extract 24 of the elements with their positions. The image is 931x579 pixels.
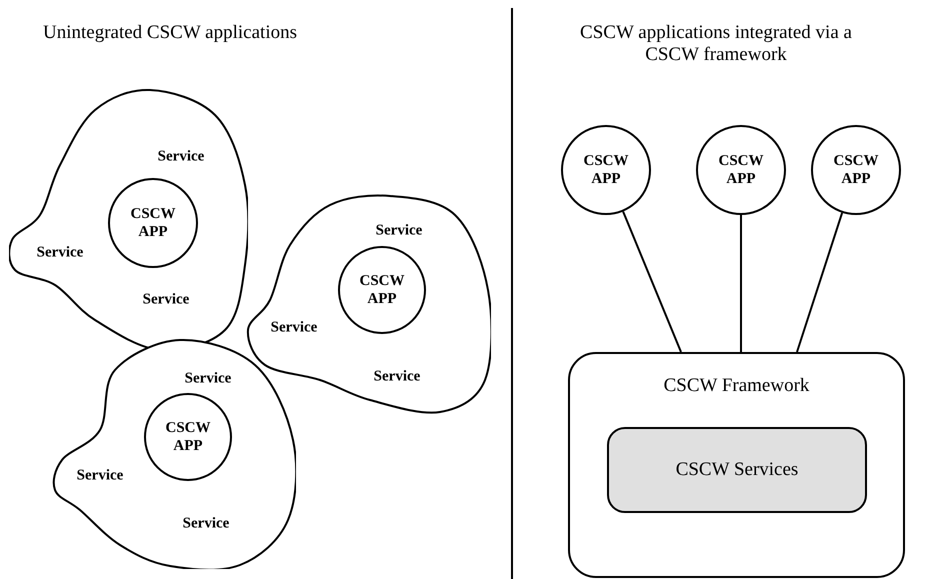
- app-label: CSCW APP: [358, 272, 406, 308]
- framework-label: CSCW Framework: [664, 374, 810, 398]
- service-label: Service: [184, 372, 232, 386]
- service-label: Service: [142, 292, 190, 308]
- service-label: Service: [36, 246, 84, 260]
- connector-line: [622, 211, 682, 352]
- service-label: Service: [76, 468, 124, 484]
- service-label: Service: [376, 224, 422, 238]
- section-heading: CSCW applications integrated via a CSCW framework: [579, 22, 853, 66]
- connector-line: [740, 215, 742, 352]
- service-label: Service: [182, 516, 230, 532]
- app-label: CSCW APP: [129, 205, 176, 241]
- services-box: [607, 427, 867, 513]
- app-label: CSCW APP: [832, 152, 880, 188]
- app-label: CSCW APP: [717, 152, 764, 188]
- connector-line: [796, 212, 844, 352]
- service-label: Service: [270, 320, 318, 336]
- service-label: Service: [374, 370, 420, 384]
- app-label: CSCW APP: [164, 419, 212, 455]
- section-heading: Unintegrated CSCW applications: [42, 22, 298, 44]
- service-label: Service: [158, 150, 204, 164]
- framework-box: [568, 352, 905, 578]
- app-label: CSCW APP: [582, 152, 630, 188]
- services-label: CSCW Services: [676, 458, 798, 482]
